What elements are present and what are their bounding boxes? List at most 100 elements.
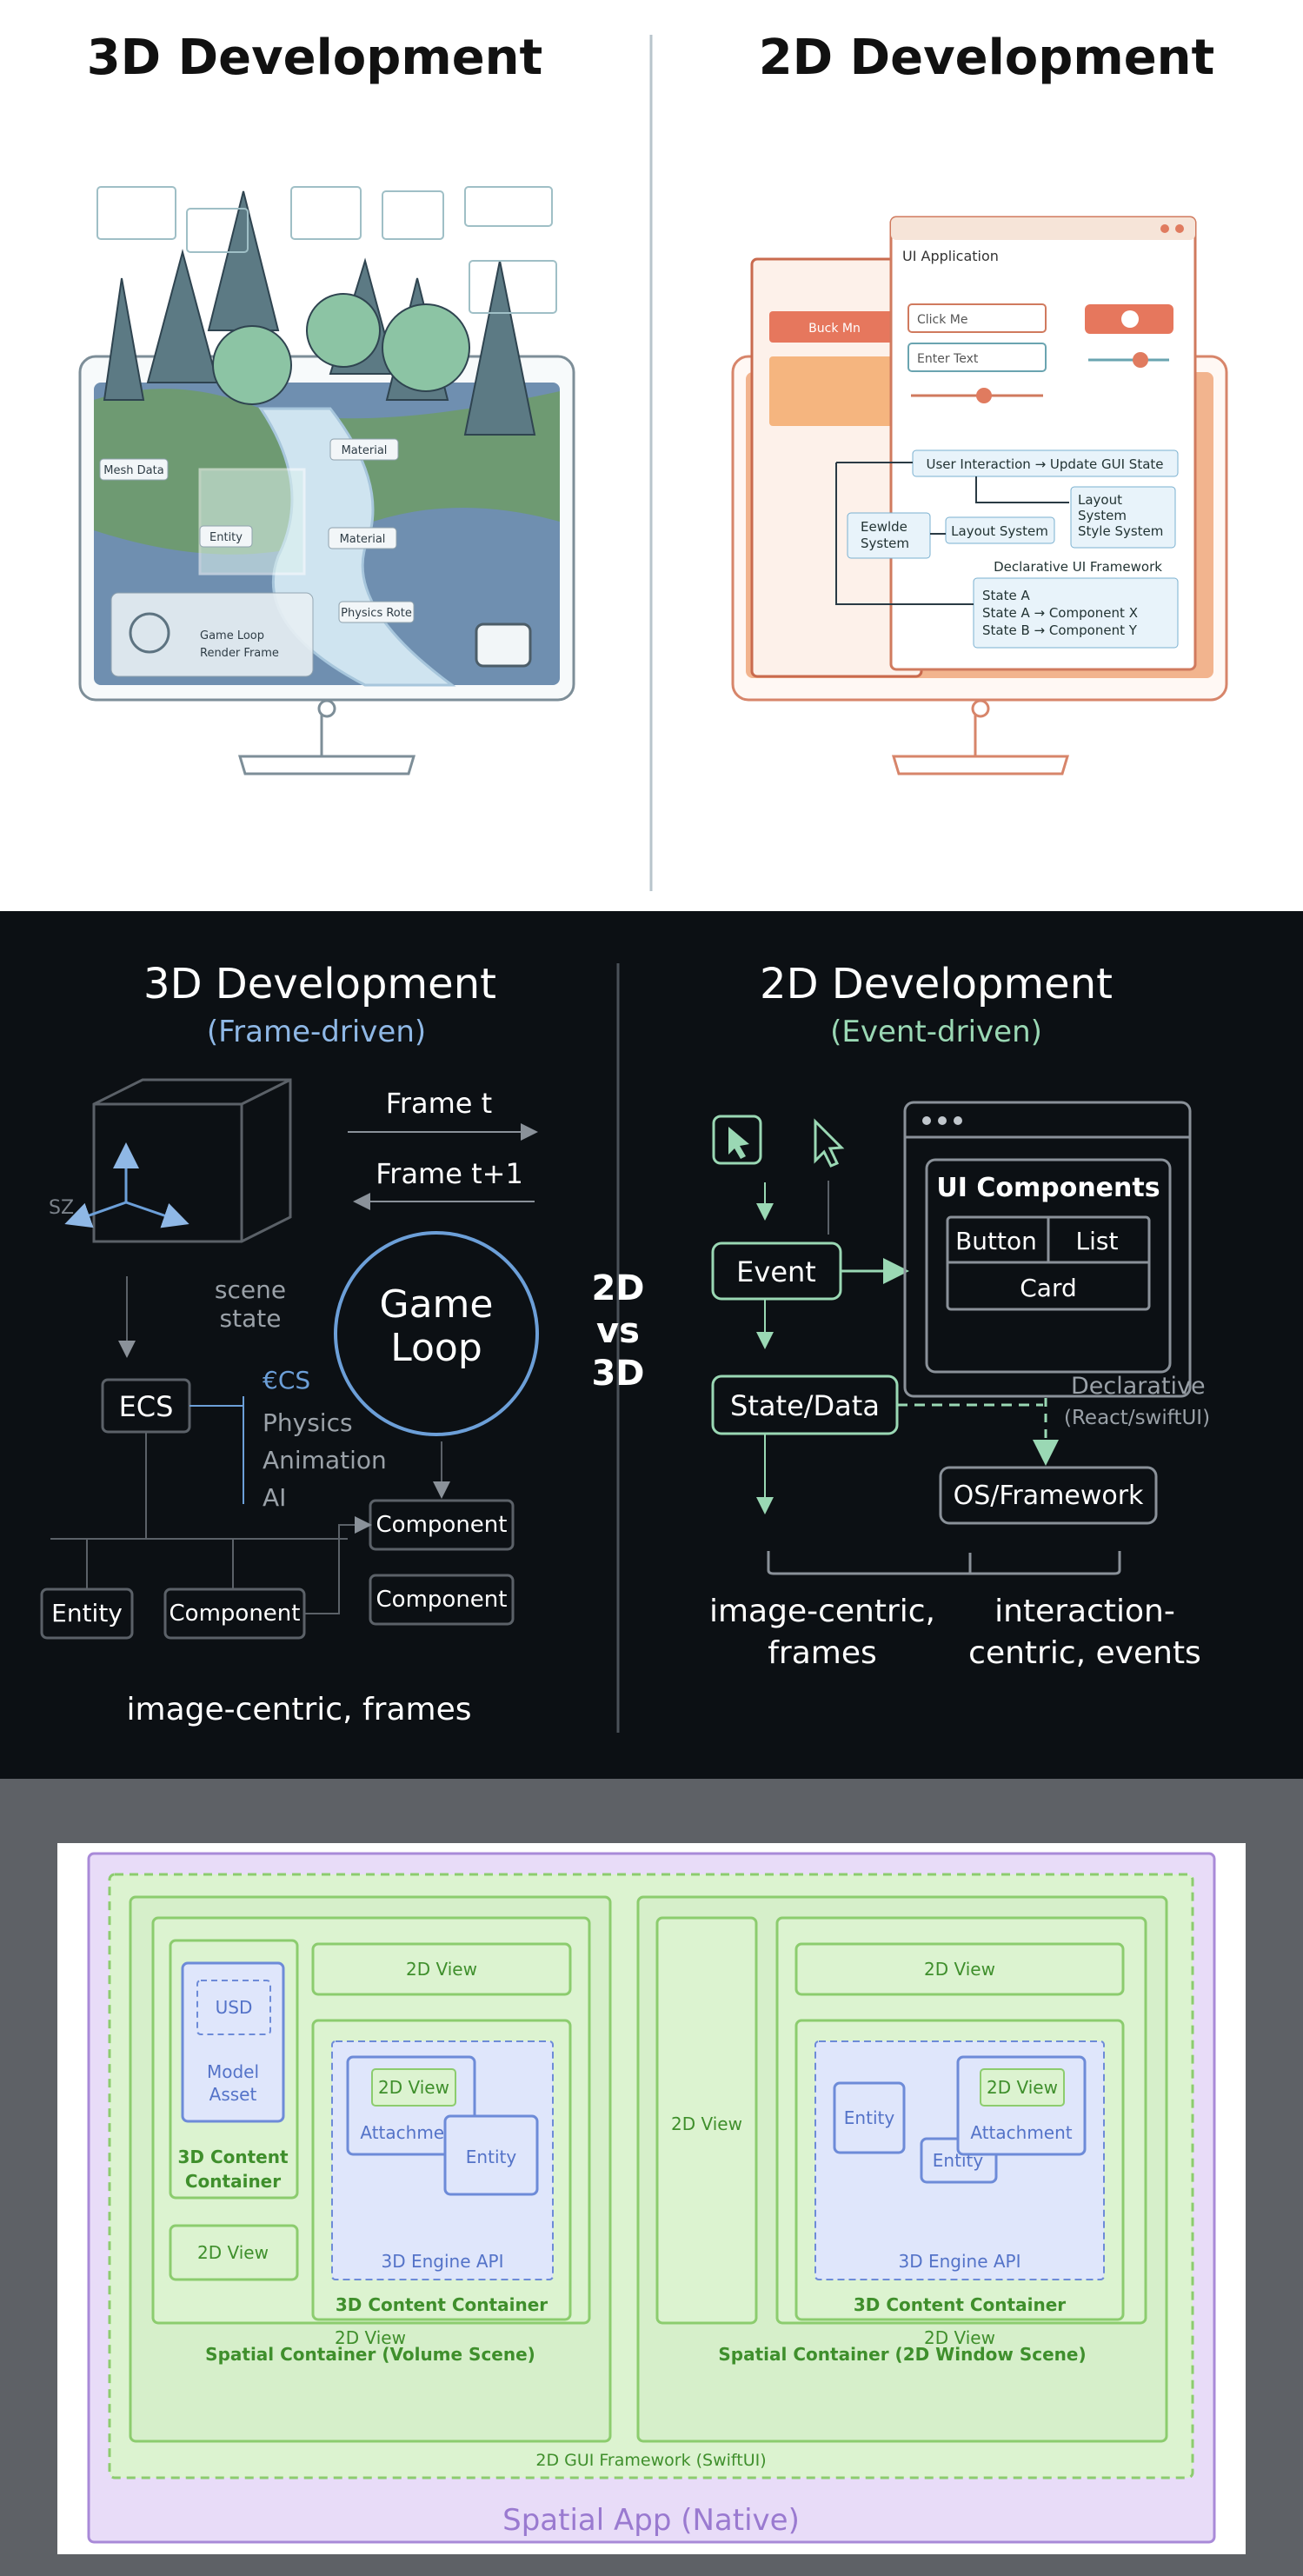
left-title: 3D Development bbox=[143, 960, 496, 1008]
illustration-svg: 3D Development 2D Development Mesh Data bbox=[78, 30, 1228, 891]
entity-box bbox=[443, 2114, 539, 2196]
component-label-c: Component bbox=[170, 1601, 301, 1627]
left-subtitle: (Frame-driven) bbox=[207, 1015, 426, 1049]
right-content-label: 3D Content Container bbox=[854, 2294, 1066, 2315]
event-system-1: Eewlde bbox=[861, 519, 907, 535]
footer-left-2: frames bbox=[768, 1635, 877, 1671]
ui-window-box bbox=[903, 1101, 1192, 1398]
label-entity: Entity bbox=[209, 531, 243, 544]
view-2d-bottom: 2D View bbox=[335, 2327, 406, 2348]
usd-label: USD bbox=[216, 1997, 253, 2018]
game-loop-1: Game bbox=[380, 1282, 494, 1327]
label-material-2: Material bbox=[340, 533, 386, 546]
back-button: Buck Mn bbox=[808, 322, 861, 336]
click-me-field: Click Me bbox=[917, 313, 968, 327]
view-2d-top: 2D View bbox=[406, 1959, 477, 1980]
framework-label: Declarative UI Framework bbox=[994, 559, 1162, 575]
ui-sketches-3d bbox=[96, 186, 557, 314]
layout-style-2: System bbox=[1078, 508, 1127, 523]
vs-line-1: 2D bbox=[591, 1268, 644, 1308]
footer-right-2: centric, events bbox=[968, 1635, 1201, 1671]
ecs-small: €CS bbox=[263, 1366, 310, 1395]
ui-window: UI Application Buck Mn Click Me Enter Te… bbox=[808, 216, 1197, 671]
component-label-b: Component bbox=[376, 1587, 508, 1613]
flow-diagram: User Interaction → Update GUI State Layo… bbox=[835, 449, 1179, 649]
pointer-square-icon bbox=[712, 1115, 762, 1165]
usd-box bbox=[196, 1980, 271, 2035]
os-framework-box bbox=[939, 1466, 1158, 1525]
tall-view-label: 2D View bbox=[671, 2113, 742, 2134]
label-physics: Physics Rote bbox=[341, 607, 412, 620]
comparison-svg: 3D Development (Frame-driven) 2D Develop… bbox=[40, 960, 1210, 1733]
right-engine-api: 3D Engine API bbox=[898, 2251, 1020, 2272]
left-labels: Mesh Data Material Entity Material Physi… bbox=[99, 438, 532, 677]
right-view-inner: 2D View bbox=[987, 2077, 1058, 2098]
event-system-2: System bbox=[861, 536, 909, 551]
ui-components-label: UI Components bbox=[936, 1173, 1160, 1203]
trees bbox=[103, 190, 536, 436]
model-asset-1: Model bbox=[207, 2061, 259, 2082]
model-asset-box bbox=[181, 1961, 285, 2123]
cursor-outline-icon bbox=[814, 1118, 845, 1168]
right-view-inner-box bbox=[980, 2068, 1065, 2107]
state-data-label: State/Data bbox=[730, 1389, 880, 1422]
tall-view-box bbox=[655, 1916, 758, 2325]
right-top-view: 2D View bbox=[924, 1959, 995, 1980]
enter-text-field: Enter Text bbox=[917, 352, 979, 366]
panel-illustrations: 3D Development 2D Development Mesh Data bbox=[0, 0, 1303, 911]
frame-t: Frame t bbox=[386, 1087, 492, 1120]
system-animation: Animation bbox=[263, 1446, 387, 1474]
window-title: UI Application bbox=[902, 248, 999, 264]
view-2d-inner: 2D View bbox=[378, 2077, 449, 2098]
ecs-label: ECS bbox=[119, 1390, 174, 1423]
view-2d-small: 2D View bbox=[197, 2242, 269, 2263]
list-label: List bbox=[1076, 1227, 1119, 1255]
component-label-a: Component bbox=[376, 1512, 508, 1538]
panel-dark-comparison: 3D Development (Frame-driven) 2D Develop… bbox=[0, 911, 1303, 1779]
view-2d-inner-box bbox=[371, 2068, 456, 2107]
flow-top: User Interaction → Update GUI State bbox=[926, 456, 1163, 472]
vs-line-3: 3D bbox=[591, 1354, 644, 1394]
content-small-2: Container bbox=[185, 2171, 281, 2192]
camera-icon bbox=[475, 622, 532, 668]
axis-icon bbox=[64, 1142, 189, 1228]
vs-line-2: vs bbox=[596, 1311, 640, 1351]
system-ai: AI bbox=[263, 1483, 286, 1512]
window-scene-label: Spatial Container (2D Window Scene) bbox=[718, 2344, 1086, 2365]
panel-architecture: Spatial App (Native) 2D GUI Framework (S… bbox=[0, 1779, 1303, 2576]
architecture-svg: Spatial App (Native) 2D GUI Framework (S… bbox=[57, 1843, 1246, 2554]
right-bottom-view: 2D View bbox=[924, 2327, 995, 2348]
label-render-frame: Render Frame bbox=[200, 647, 279, 660]
axis-label: SZ bbox=[49, 1197, 74, 1219]
card-label: Card bbox=[1020, 1274, 1077, 1302]
model-asset-2: Asset bbox=[209, 2084, 257, 2105]
footer-left-1: image-centric, bbox=[709, 1594, 935, 1629]
right-top-view-box bbox=[794, 1942, 1125, 1996]
os-framework-label: OS/Framework bbox=[954, 1481, 1144, 1511]
layout-system: Layout System bbox=[951, 523, 1048, 539]
right-title: 2D Development bbox=[759, 30, 1215, 86]
engine-api-label: 3D Engine API bbox=[381, 2251, 503, 2272]
content-small-1: 3D Content bbox=[177, 2147, 289, 2167]
declarative-label: Declarative bbox=[1071, 1373, 1206, 1400]
label-mesh-data: Mesh Data bbox=[103, 464, 163, 477]
right-subtitle: (Event-driven) bbox=[830, 1015, 1042, 1049]
entity-box bbox=[40, 1588, 134, 1640]
right-attachment: Attachment bbox=[970, 2122, 1072, 2143]
spatial-app-label: Spatial App (Native) bbox=[502, 2503, 800, 2538]
cursor-icon bbox=[728, 1127, 749, 1159]
left-title: 3D Development bbox=[87, 30, 543, 86]
scene-state-2: state bbox=[220, 1304, 282, 1333]
game-loop-2: Loop bbox=[390, 1326, 482, 1370]
state-line-1: State A bbox=[982, 588, 1030, 603]
system-physics: Physics bbox=[263, 1408, 353, 1437]
state-line-3: State B → Component Y bbox=[982, 622, 1138, 638]
left-footer: image-centric, frames bbox=[127, 1692, 472, 1727]
scene-state-1: scene bbox=[215, 1275, 286, 1304]
layout-style-1: Layout bbox=[1078, 492, 1122, 508]
game-loop-ring bbox=[334, 1231, 539, 1436]
component-box-b bbox=[369, 1574, 515, 1626]
frame-t1: Frame t+1 bbox=[376, 1157, 523, 1190]
content-container-label: 3D Content Container bbox=[336, 2294, 548, 2315]
cube-icon bbox=[92, 1078, 292, 1243]
